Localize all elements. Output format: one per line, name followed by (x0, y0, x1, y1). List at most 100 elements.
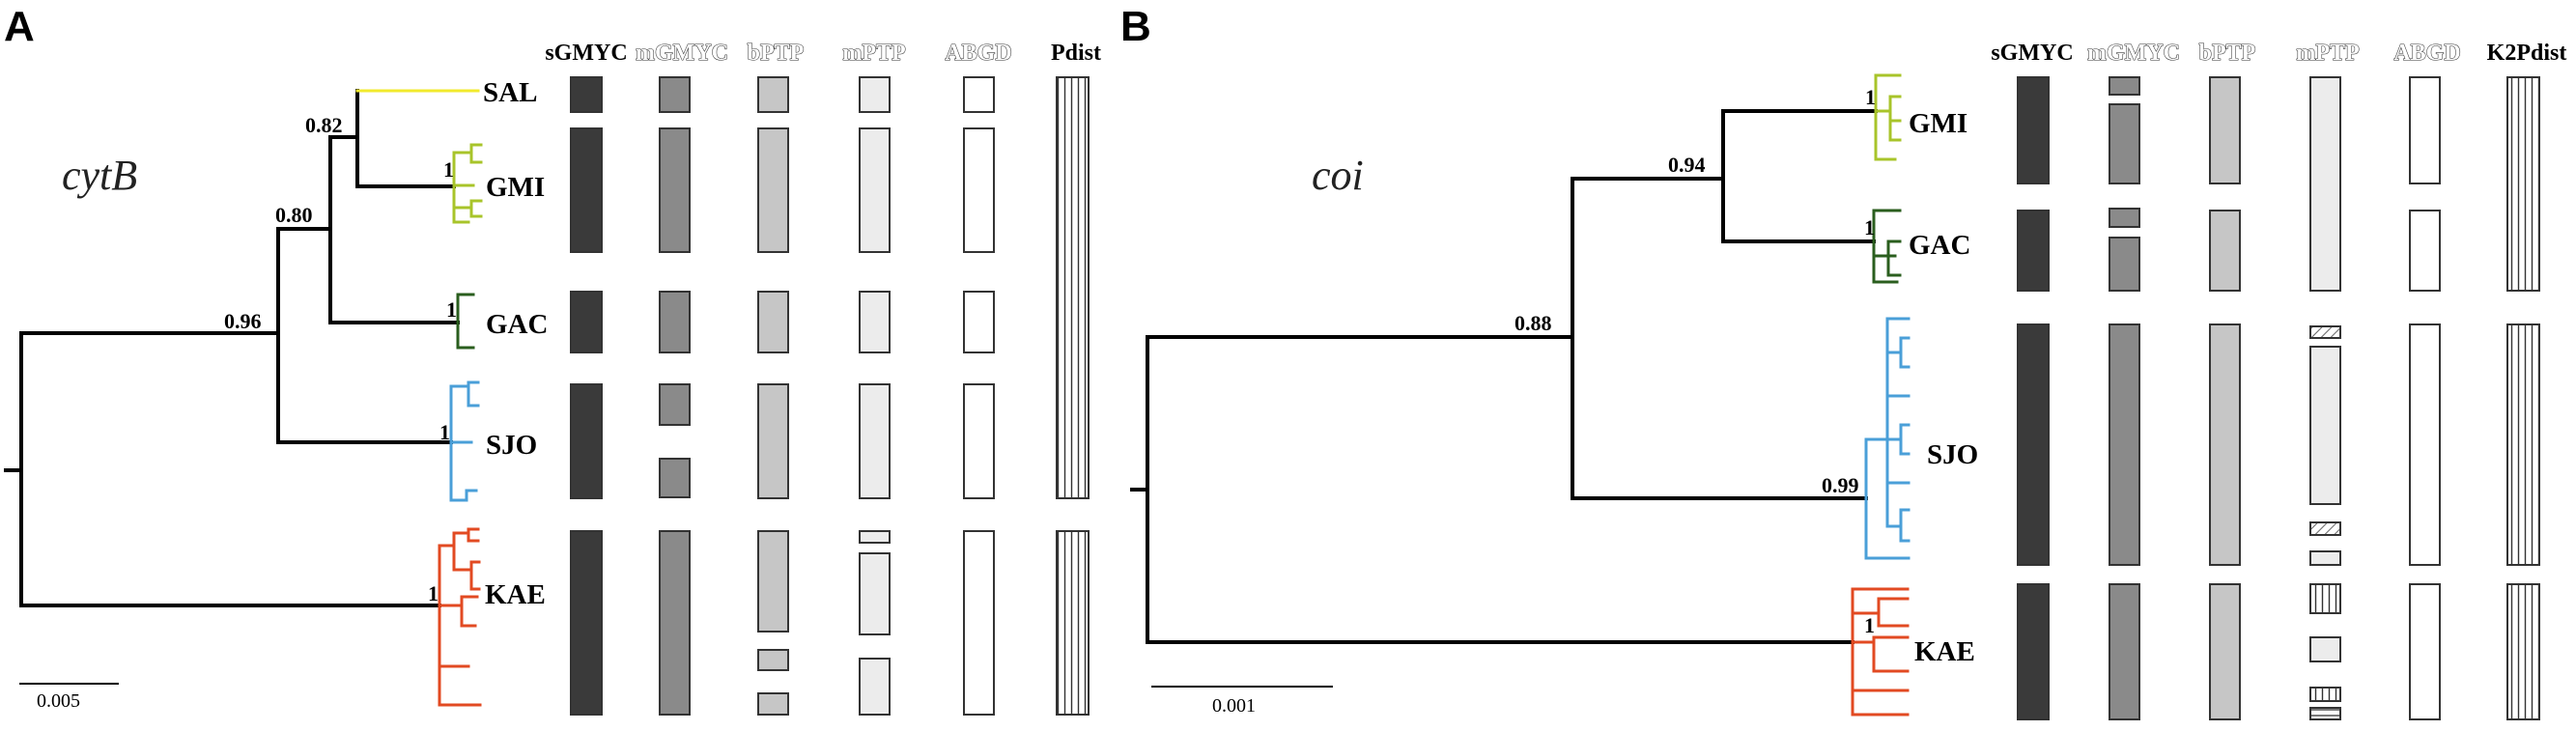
panel-b-abgd-gac (2409, 210, 2441, 292)
panel-b-clade-kae: KAE (1851, 587, 1975, 717)
panel-b-mgmyc-gac-2 (2109, 237, 2140, 292)
panel-b-bptp-gmi (2209, 76, 2241, 184)
panel-b-mptp-gmi-gac (2309, 76, 2341, 292)
panel-a-col-abgd: ABGD (945, 41, 1011, 66)
panel-b-support-kae: 1 (1864, 613, 1875, 637)
panel-b-scale-label: 0.001 (1212, 695, 1256, 717)
panel-a-mptp-kae-1 (859, 530, 891, 544)
panel-b-k2pdist-1 (2506, 76, 2540, 292)
panel-b-abgd-sjo (2409, 323, 2441, 566)
panel-a-mgmyc-sjo-2 (659, 458, 691, 498)
panel-a-bptp-gmi (757, 127, 789, 253)
panel-a-clade-kae: KAE (438, 527, 546, 707)
panel-a-abgd-sal (963, 76, 995, 113)
panel-b-bptp-sjo (2209, 323, 2241, 566)
panel-a-scale-label: 0.005 (37, 690, 80, 712)
panel-a-sgmyc-sal (570, 76, 603, 113)
panel-b-mgmyc-kae (2109, 583, 2140, 720)
panel-a: A cytB sGMYC mGMYC bPTP mPTP ABGD Pdist … (4, 3, 1101, 716)
panel-b-tree-backbone (1130, 109, 1878, 644)
panel-b-scale-bar: 0.001 (1151, 686, 1333, 717)
panel-a-delimitation-boxes (570, 76, 1090, 716)
panel-a-sgmyc-kae (570, 530, 603, 716)
panel-b-mptp-kae-1 (2309, 583, 2341, 614)
panel-a-mgmyc-gac (659, 291, 691, 353)
panel-a-col-sgmyc: sGMYC (545, 41, 627, 66)
panel-a-mgmyc-sal (659, 76, 691, 113)
panel-a-col-pdist: Pdist (1051, 41, 1101, 66)
panel-a-abgd-gmi (963, 127, 995, 253)
panel-b-mptp-sjo-3 (2309, 521, 2341, 536)
panel-b-mptp-kae-2 (2309, 636, 2341, 662)
panel-b-bptp-kae (2209, 583, 2241, 720)
panel-a-bptp-gac (757, 291, 789, 353)
panel-a-support-gmi: 1 (443, 157, 454, 182)
panel-b-mgmyc-gmi-1 (2109, 76, 2140, 96)
panel-b-abgd-gmi (2409, 76, 2441, 184)
panel-a-mptp-gac (859, 291, 891, 353)
panel-b-clade-gmi-label: GMI (1909, 108, 1967, 139)
panel-a-scale-bar: 0.005 (19, 683, 119, 712)
panel-a-mptp-kae-3 (859, 658, 891, 716)
panel-a-support-080: 0.80 (275, 203, 313, 227)
panel-b-support-gac: 1 (1864, 215, 1875, 239)
panel-a-bptp-sal (757, 76, 789, 113)
panel-b-mptp-sjo-4 (2309, 550, 2341, 566)
panel-a-clade-gac: GAC (456, 293, 548, 350)
panel-b-sgmyc-sjo (2017, 323, 2050, 566)
panel-b-support-088: 0.88 (1514, 311, 1552, 335)
panel-a-abgd-kae (963, 530, 995, 716)
panel-b-mgmyc-gac-1 (2109, 208, 2140, 228)
panel-b-col-mgmyc: mGMYC (2087, 41, 2180, 66)
panel-a-gene-label: cytB (62, 152, 137, 199)
panel-b-letter: B (1120, 3, 1151, 50)
panel-a-mptp-gmi (859, 127, 891, 253)
panel-b-clade-sjo-label: SJO (1927, 439, 1978, 470)
panel-a-clade-gmi-label: GMI (486, 172, 545, 203)
panel-b-abgd-kae (2409, 583, 2441, 720)
panel-b-mptp-sjo-2 (2309, 346, 2341, 505)
panel-b-bptp-gac (2209, 210, 2241, 292)
panel-a-pdist-2 (1056, 530, 1090, 716)
panel-a-col-mptp: mPTP (842, 41, 905, 66)
panel-b-clade-kae-label: KAE (1914, 636, 1975, 667)
panel-a-sgmyc-gac (570, 291, 603, 353)
panel-b-clade-gmi: GMI (1874, 73, 1967, 161)
panel-b-col-abgd: ABGD (2393, 41, 2460, 66)
panel-a-col-bptp: bPTP (748, 41, 805, 66)
panel-a-clade-sal-label: SAL (483, 77, 537, 108)
panel-b-sgmyc-gac (2017, 210, 2050, 292)
panel-a-letter: A (4, 3, 35, 50)
panel-a-abgd-gac (963, 291, 995, 353)
panel-a-support-kae: 1 (428, 581, 439, 605)
panel-b-mgmyc-sjo (2109, 323, 2140, 566)
panel-a-clade-gac-label: GAC (486, 309, 548, 340)
panel-a-support-sjo: 1 (439, 420, 450, 444)
panel-a-col-mgmyc: mGMYC (636, 41, 728, 66)
panel-a-bptp-kae-2 (757, 649, 789, 671)
panel-b-delimitation-boxes (2017, 76, 2540, 720)
panel-b-mptp-sjo-1 (2309, 325, 2341, 339)
panel-b-gene-label: coi (1312, 152, 1364, 199)
panel-a-support-gac: 1 (446, 297, 457, 322)
panel-a-mptp-kae-2 (859, 552, 891, 635)
panel-a-sgmyc-sjo (570, 383, 603, 499)
panel-b-support-sjo: 0.99 (1822, 473, 1859, 497)
panel-b-clade-gac: GAC (1872, 209, 1970, 284)
panel-a-mgmyc-kae (659, 530, 691, 716)
panel-a-pdist-1 (1056, 76, 1090, 499)
panel-b-col-mptp: mPTP (2296, 41, 2359, 66)
panel-b-k2pdist-2 (2506, 323, 2540, 566)
panel-b-mptp-kae-4 (2309, 707, 2341, 720)
panel-a-clade-sal: SAL (355, 77, 537, 108)
panel-b-k2pdist-3 (2506, 583, 2540, 720)
panel-b-mgmyc-gmi-2 (2109, 103, 2140, 184)
panel-a-bptp-kae-3 (757, 692, 789, 716)
panel-b-support-gmi: 1 (1865, 85, 1876, 109)
panel-b-sgmyc-gmi (2017, 76, 2050, 184)
panel-b-sgmyc-kae (2017, 583, 2050, 720)
panel-a-abgd-sjo (963, 383, 995, 499)
panel-a-bptp-sjo (757, 383, 789, 499)
panel-b-support-094: 0.94 (1668, 153, 1706, 177)
